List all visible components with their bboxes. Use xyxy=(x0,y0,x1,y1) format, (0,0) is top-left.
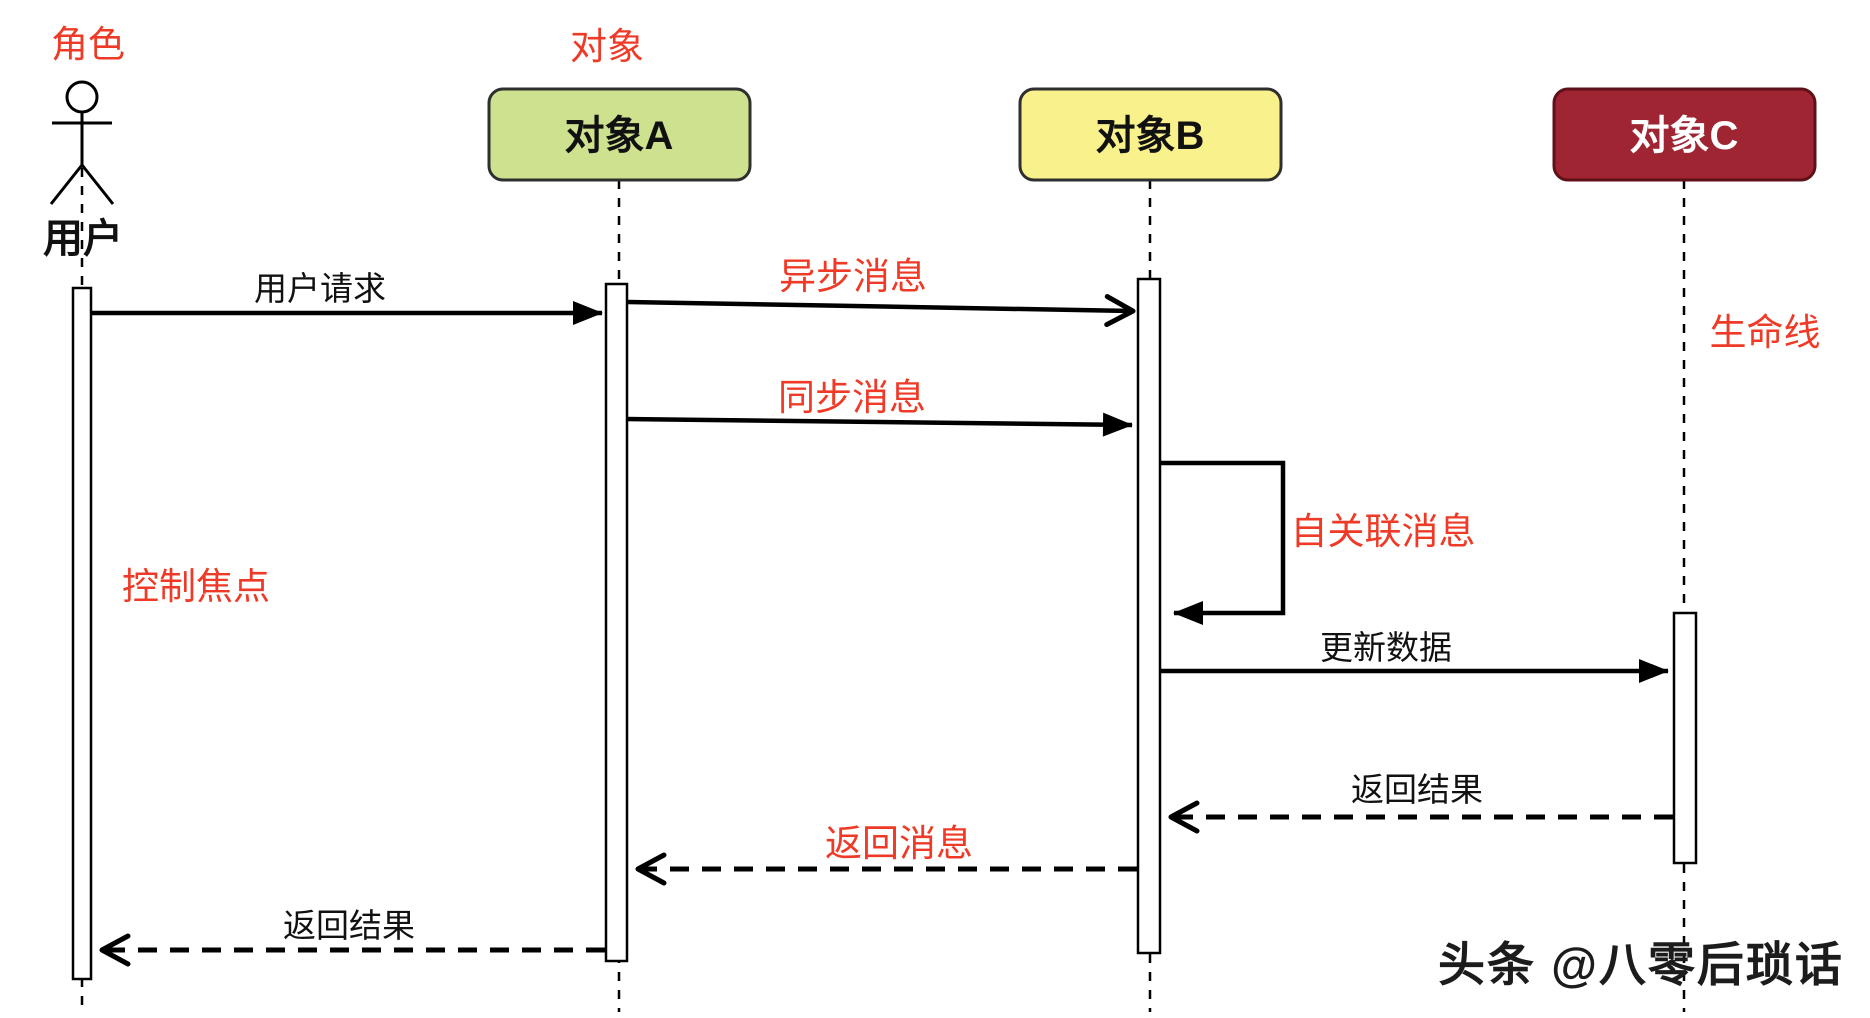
message-label-async: 异步消息 xyxy=(779,256,927,297)
actor-leg-left xyxy=(49,164,84,205)
actor-stick-figure-icon xyxy=(49,80,115,205)
object-box-a-label: 对象A xyxy=(565,114,674,158)
message-label-self: 自关联消息 xyxy=(1291,511,1476,552)
activation-bar-object-a xyxy=(604,282,629,963)
object-box-c: 对象C xyxy=(1552,87,1817,182)
actor-name-label: 用户 xyxy=(43,217,123,261)
message-label-return-c-to-b: 返回结果 xyxy=(1351,771,1483,808)
object-box-b-label: 对象B xyxy=(1096,114,1205,158)
message-label-sync: 同步消息 xyxy=(778,377,926,418)
object-box-b-rect xyxy=(1018,87,1283,182)
actor-head xyxy=(65,80,99,114)
activation-bar-user xyxy=(71,286,93,981)
annotation-lifeline: 生命线 xyxy=(1710,312,1821,353)
message-arrow-self xyxy=(1161,460,1286,625)
activation-bar-object-c xyxy=(1672,611,1698,865)
object-box-b: 对象B xyxy=(1018,87,1283,182)
object-box-c-rect xyxy=(1552,87,1817,182)
message-arrow-async xyxy=(626,294,1136,328)
object-box-a-rect xyxy=(487,87,752,182)
actor-leg-right xyxy=(80,164,115,205)
message-label-return-b-to-a: 返回消息 xyxy=(825,823,973,864)
message-label-user-request: 用户请求 xyxy=(254,270,386,307)
object-box-a: 对象A xyxy=(487,87,752,182)
annotation-role: 角色 xyxy=(51,24,125,65)
watermark-text: 头条 @八零后琐话 xyxy=(1438,938,1844,991)
annotation-object: 对象 xyxy=(570,26,644,67)
activation-bar-object-b xyxy=(1136,277,1162,955)
message-label-return-a-to-user: 返回结果 xyxy=(283,907,415,944)
annotation-control-focus: 控制焦点 xyxy=(122,566,270,607)
message-label-update-data: 更新数据 xyxy=(1320,629,1452,666)
object-box-c-label: 对象C xyxy=(1630,114,1739,158)
message-arrow-sync xyxy=(626,412,1133,437)
